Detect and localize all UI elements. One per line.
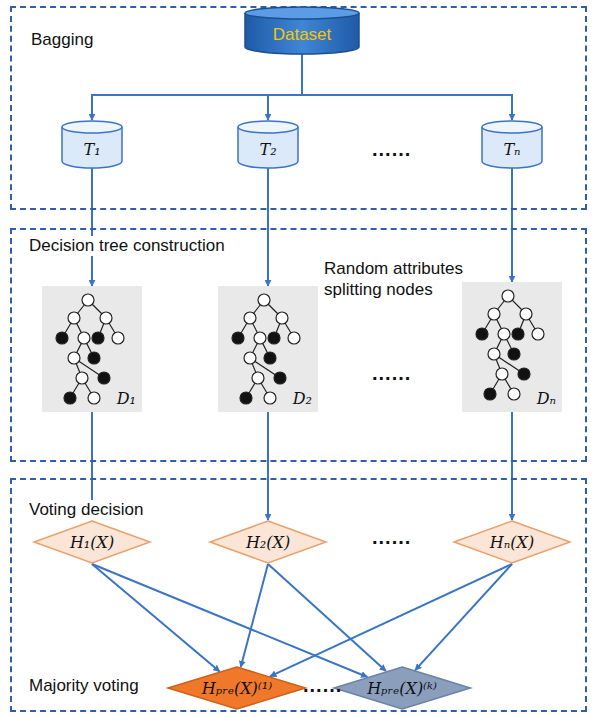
decision-diamond: Hₚᵣₑ(X)⁽¹⁾ — [167, 666, 306, 710]
data-cylinder: T₁ — [61, 120, 123, 168]
arrow-connector — [415, 564, 512, 670]
data-cylinder: Dataset — [244, 6, 360, 54]
cylinder-label: T₂ — [259, 140, 276, 159]
decision-diamond: Hₚᵣₑ(X)⁽ᵏ⁾ — [333, 666, 471, 710]
ellipsis: ...... — [303, 674, 342, 697]
arrow-connector — [92, 54, 302, 120]
decision-diamond: H₁(X) — [33, 520, 151, 564]
section-band: Voting decisionMajority voting H₁(X) H₂(X)… — [10, 478, 587, 712]
cylinder-label: Tₙ — [503, 140, 520, 159]
arrow-connector — [268, 564, 386, 671]
arrow-connector — [241, 564, 268, 667]
decision-tree: D₂ — [218, 286, 318, 412]
section-heading: Decision tree construction — [26, 236, 228, 256]
diamond-label: H₁(X) — [70, 533, 114, 552]
arrow-connector — [92, 564, 367, 677]
section-heading: Voting decision — [26, 500, 146, 520]
arrow-connector — [268, 54, 302, 120]
diamond-label: Hₙ(X) — [490, 533, 534, 552]
section-band: Bagging DatasetT₁ T₂ Tₙ — [10, 6, 587, 210]
data-cylinder: T₂ — [237, 120, 299, 168]
arrow-connector — [267, 168, 269, 286]
decision-tree: D₁ — [42, 286, 142, 412]
section-heading: Majority voting — [26, 676, 142, 696]
ellipsis: ...... — [372, 138, 411, 161]
cylinder-label: Dataset — [273, 25, 332, 45]
diamond-label: H₂(X) — [246, 533, 290, 552]
decision-diamond: H₂(X) — [209, 520, 327, 564]
cylinder-label: T₁ — [83, 140, 100, 159]
arrow-connector — [511, 168, 513, 282]
data-cylinder: Tₙ — [481, 120, 543, 168]
tree-label: D₁ — [117, 389, 136, 408]
decision-diamond: Hₙ(X) — [453, 520, 571, 564]
tree-label: Dₙ — [537, 389, 556, 408]
arrow-connector — [302, 54, 512, 120]
ellipsis: ...... — [372, 526, 411, 549]
section-band: Decision tree constructionD₁ D₂ Dₙ — [10, 228, 587, 462]
ellipsis: ...... — [372, 362, 411, 385]
section-heading: Bagging — [28, 30, 96, 50]
arrow-connector — [270, 564, 512, 676]
annotation-text: Random attributes splitting nodes — [324, 258, 474, 301]
arrow-connector — [92, 564, 220, 671]
arrow-connector — [267, 412, 269, 520]
arrow-connector — [91, 168, 93, 286]
diamond-label: Hₚᵣₑ(X)⁽¹⁾ — [202, 679, 272, 698]
decision-tree: Dₙ — [462, 282, 562, 412]
tree-label: D₂ — [293, 389, 312, 408]
diamond-label: Hₚᵣₑ(X)⁽ᵏ⁾ — [367, 679, 437, 698]
arrow-connector — [511, 412, 513, 520]
